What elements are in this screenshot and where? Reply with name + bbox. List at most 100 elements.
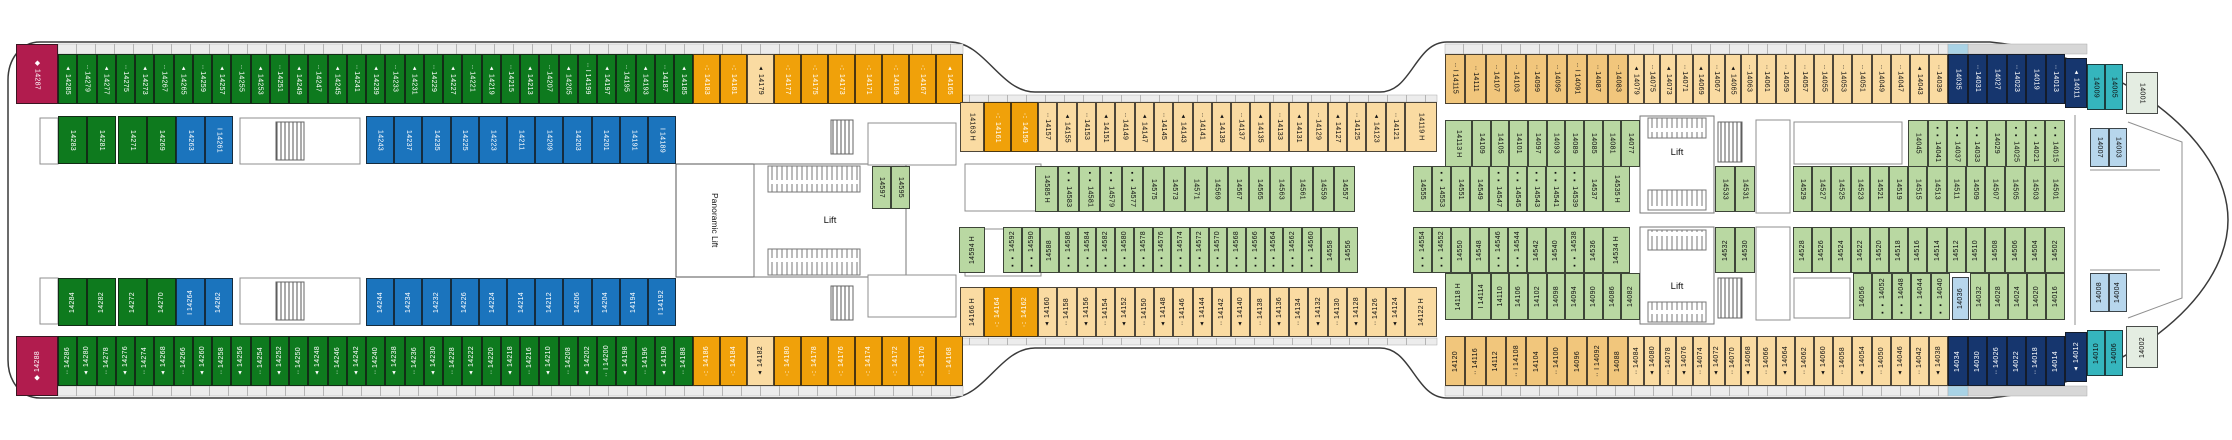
cabin-14149: ∙∙ 14149 — [1115, 102, 1135, 152]
cabin-14268: ▴ 14268 — [154, 336, 174, 386]
cabin-14282: 14282 — [87, 278, 116, 326]
cabin-14261: I 14261 — [204, 116, 233, 164]
cabin-14112: 14112 — [1485, 336, 1506, 386]
cabin-14078: ∙∙ 14078 — [1660, 336, 1677, 386]
cabin-14236: ∙∙ 14236 — [404, 336, 424, 386]
cabin-14516: 14516 — [1908, 227, 1928, 273]
cabin-14523: 14523 — [1850, 166, 1870, 212]
cabin-14152: ▴ 14152 — [1115, 287, 1135, 337]
cabin-14030: 14030 — [1967, 336, 1987, 386]
cabin-row-segment: ∙∙ 14286▴ 14280∙∙ 14278▴ 14276∙∙ 14274▴ … — [58, 336, 694, 386]
cabin-row-segment: ∴ 14164∴ 14162 — [984, 287, 1038, 337]
cabin-14197: ▴ 14197 — [597, 54, 617, 104]
cabin-row-segment: ▴ 14285∙∙ 14279▴ 14277∙∙ 14275▴ 14273∙∙ … — [58, 54, 694, 104]
cabin-14184: ∴ 14184 — [720, 336, 747, 386]
cabin-14228: ∙∙ 14228 — [443, 336, 463, 386]
cabin-14135: ▴ 14135 — [1250, 102, 1270, 152]
cabin-14242: ▴ 14242 — [346, 336, 366, 386]
cabin-14075: ∙∙ 14075 — [1644, 54, 1661, 104]
cabin-14279: ∙∙ 14279 — [77, 54, 97, 104]
cabin-14095: ∙∙ 14095 — [1546, 54, 1567, 104]
cabin-row-segment: ∴ 14183∴ 14181▴ 14179∴ 14177∴ 14175∴ 141… — [693, 54, 963, 104]
cabin-14588: 14588 — [1040, 227, 1060, 273]
lift-bank — [1647, 301, 1707, 323]
cabin-14036: 14036 — [1952, 277, 1969, 320]
cabin-14141: ∙∙ 14141 — [1192, 102, 1212, 152]
cabin-14266: ∙∙ 14266 — [173, 336, 193, 386]
lift-label-forward-top: Lift — [1670, 146, 1684, 158]
cabin-14503: 14503 — [2025, 166, 2045, 212]
cabin-14051: ∙∙ 14051 — [1852, 54, 1872, 104]
cabin-14501: 14501 — [2045, 166, 2065, 212]
cabin-14179: ▴ 14179 — [747, 54, 774, 104]
cabin-14256: ▴ 14256 — [231, 336, 251, 386]
cabin-14222: ▴ 14222 — [462, 336, 482, 386]
cabin-14545: ▪▪ 14545 — [1508, 166, 1527, 212]
cabin-14049: ∙∙ 14049 — [1871, 54, 1891, 104]
cabin-14253: ▴ 14253 — [250, 54, 270, 104]
lift-bank — [767, 165, 861, 193]
cabin-14099: ∙∙ 14099 — [1526, 54, 1547, 104]
cabin-14151: ▴ 14151 — [1095, 102, 1116, 152]
cabin-row-segment: 14122 H — [1405, 287, 1437, 337]
cabin-14585: 14585 H — [1035, 166, 1058, 212]
cabin-14057: ∙∙ 14057 — [1795, 54, 1815, 104]
stairs-hatch — [830, 119, 854, 155]
cabin-14028: 14028 — [1989, 273, 2008, 320]
cabin-14077: 14077 — [1621, 120, 1641, 167]
cabin-14189: I 14189 — [647, 116, 677, 164]
cabin-14201: 14201 — [591, 116, 620, 164]
cabin-14511: 14511 — [1946, 166, 1966, 212]
cabin-14547: ▪▪ 14547 — [1489, 166, 1508, 212]
cabin-14121: ∙∙ 14121 — [1385, 102, 1405, 152]
cabin-14034: 14034 — [1948, 336, 1968, 386]
cabin-14163: 14163 H — [960, 102, 984, 152]
cabin-14506: 14506 — [2005, 227, 2025, 273]
cabin-14527: 14527 — [1812, 166, 1832, 212]
cabin-14091: ∙∙ I 14091 — [1566, 54, 1588, 104]
cabin-14556: 14556 — [1339, 227, 1359, 273]
cabin-14096: 14096 — [1566, 336, 1588, 386]
cabin-14278: ∙∙ 14278 — [96, 336, 116, 386]
cabin-row-segment: ▴ 14012 — [2065, 332, 2087, 382]
cabin-14265: ▴ 14265 — [173, 54, 193, 104]
cabin-14085: 14085 — [1584, 120, 1603, 167]
cabin-14050: ∙∙ 14050 — [1871, 336, 1891, 386]
cabin-14563: 14563 — [1270, 166, 1292, 212]
cabin-14122: 14122 H — [1405, 287, 1437, 337]
cabin-14270: 14270 — [147, 278, 176, 326]
cabin-14264: I 14264 — [176, 278, 205, 326]
cabin-14514: 14514 — [1927, 227, 1947, 273]
cabin-14021: ▪▪ 14021 — [2025, 120, 2046, 167]
cabin-14284: 14284 — [58, 278, 87, 326]
cabin-14218: ▴ 14218 — [500, 336, 520, 386]
cabin-row-segment: ▴ 14079∙∙ 14075▴ 14073∙∙ 14071▴ 14069∙∙ … — [1628, 54, 1757, 104]
balcony-strip — [1444, 43, 1949, 55]
cabin-14225: 14225 — [450, 116, 479, 164]
cabin-14181: ∴ 14181 — [720, 54, 747, 104]
cabin-14001: 14001 — [2126, 72, 2158, 114]
cabin-14064: ▴ 14064 — [1776, 336, 1796, 386]
cabin-14582: ▪▪ 14582 — [1096, 227, 1116, 273]
lift-bank — [1647, 229, 1707, 251]
cabin-14191: 14191 — [619, 116, 648, 164]
cabin-row-segment: ▴ 14160∙∙ 14158▴ 14156∙∙ 14154▴ 14152∙∙ … — [1038, 287, 1405, 337]
cabin-14226: 14226 — [450, 278, 479, 326]
cabin-14542: 14542 — [1527, 227, 1546, 273]
cabin-14259: ∙∙ 14259 — [192, 54, 212, 104]
cabin-14067: ∙∙ 14067 — [1708, 54, 1725, 104]
cabin-14281: 14281 — [87, 116, 116, 164]
cabin-14594: 14594 H — [959, 227, 985, 273]
bow-corridor-walls — [2074, 115, 2183, 325]
cabin-14019: 14019 — [2026, 54, 2046, 104]
cabin-14043: ▴ 14043 — [1909, 54, 1929, 104]
cabin-14269: 14269 — [147, 116, 176, 164]
cabin-14153: ∙∙ 14153 — [1076, 102, 1096, 152]
cabin-14538: ▪▪ 14538 — [1565, 227, 1584, 273]
cabin-14023: ∙∙ 14023 — [2006, 54, 2026, 104]
